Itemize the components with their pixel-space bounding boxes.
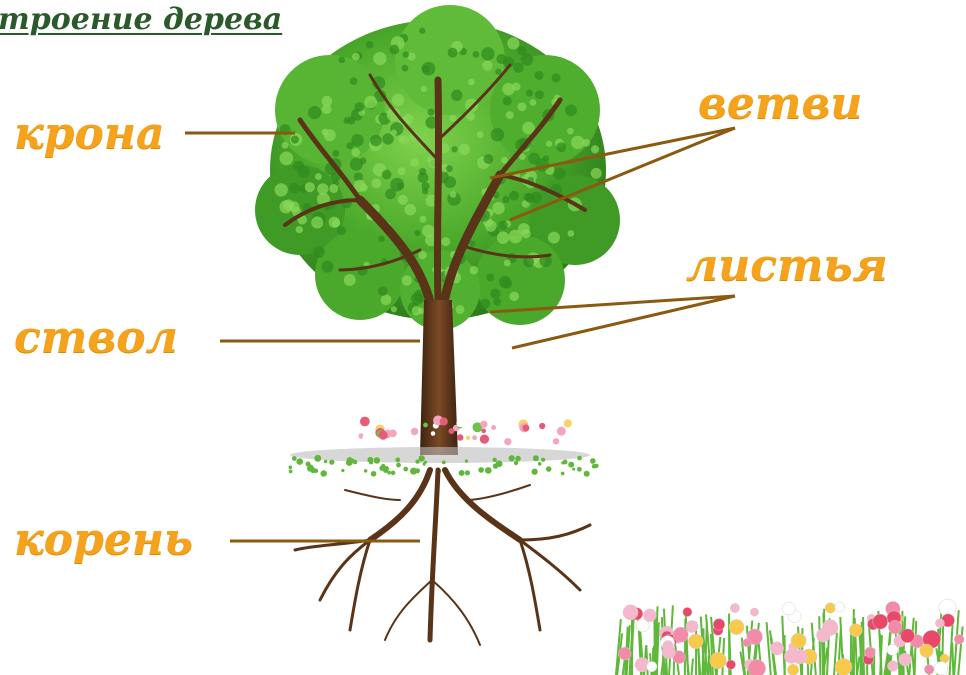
label-trunk: ствол <box>14 312 178 363</box>
tree-roots <box>295 470 590 645</box>
label-root: корень <box>14 514 193 565</box>
label-leaves: листья <box>686 240 888 291</box>
label-crown: крона <box>14 108 164 159</box>
flower-meadow <box>616 599 964 675</box>
page-title: троение дерева <box>0 2 282 37</box>
label-branches: ветви <box>698 78 862 129</box>
